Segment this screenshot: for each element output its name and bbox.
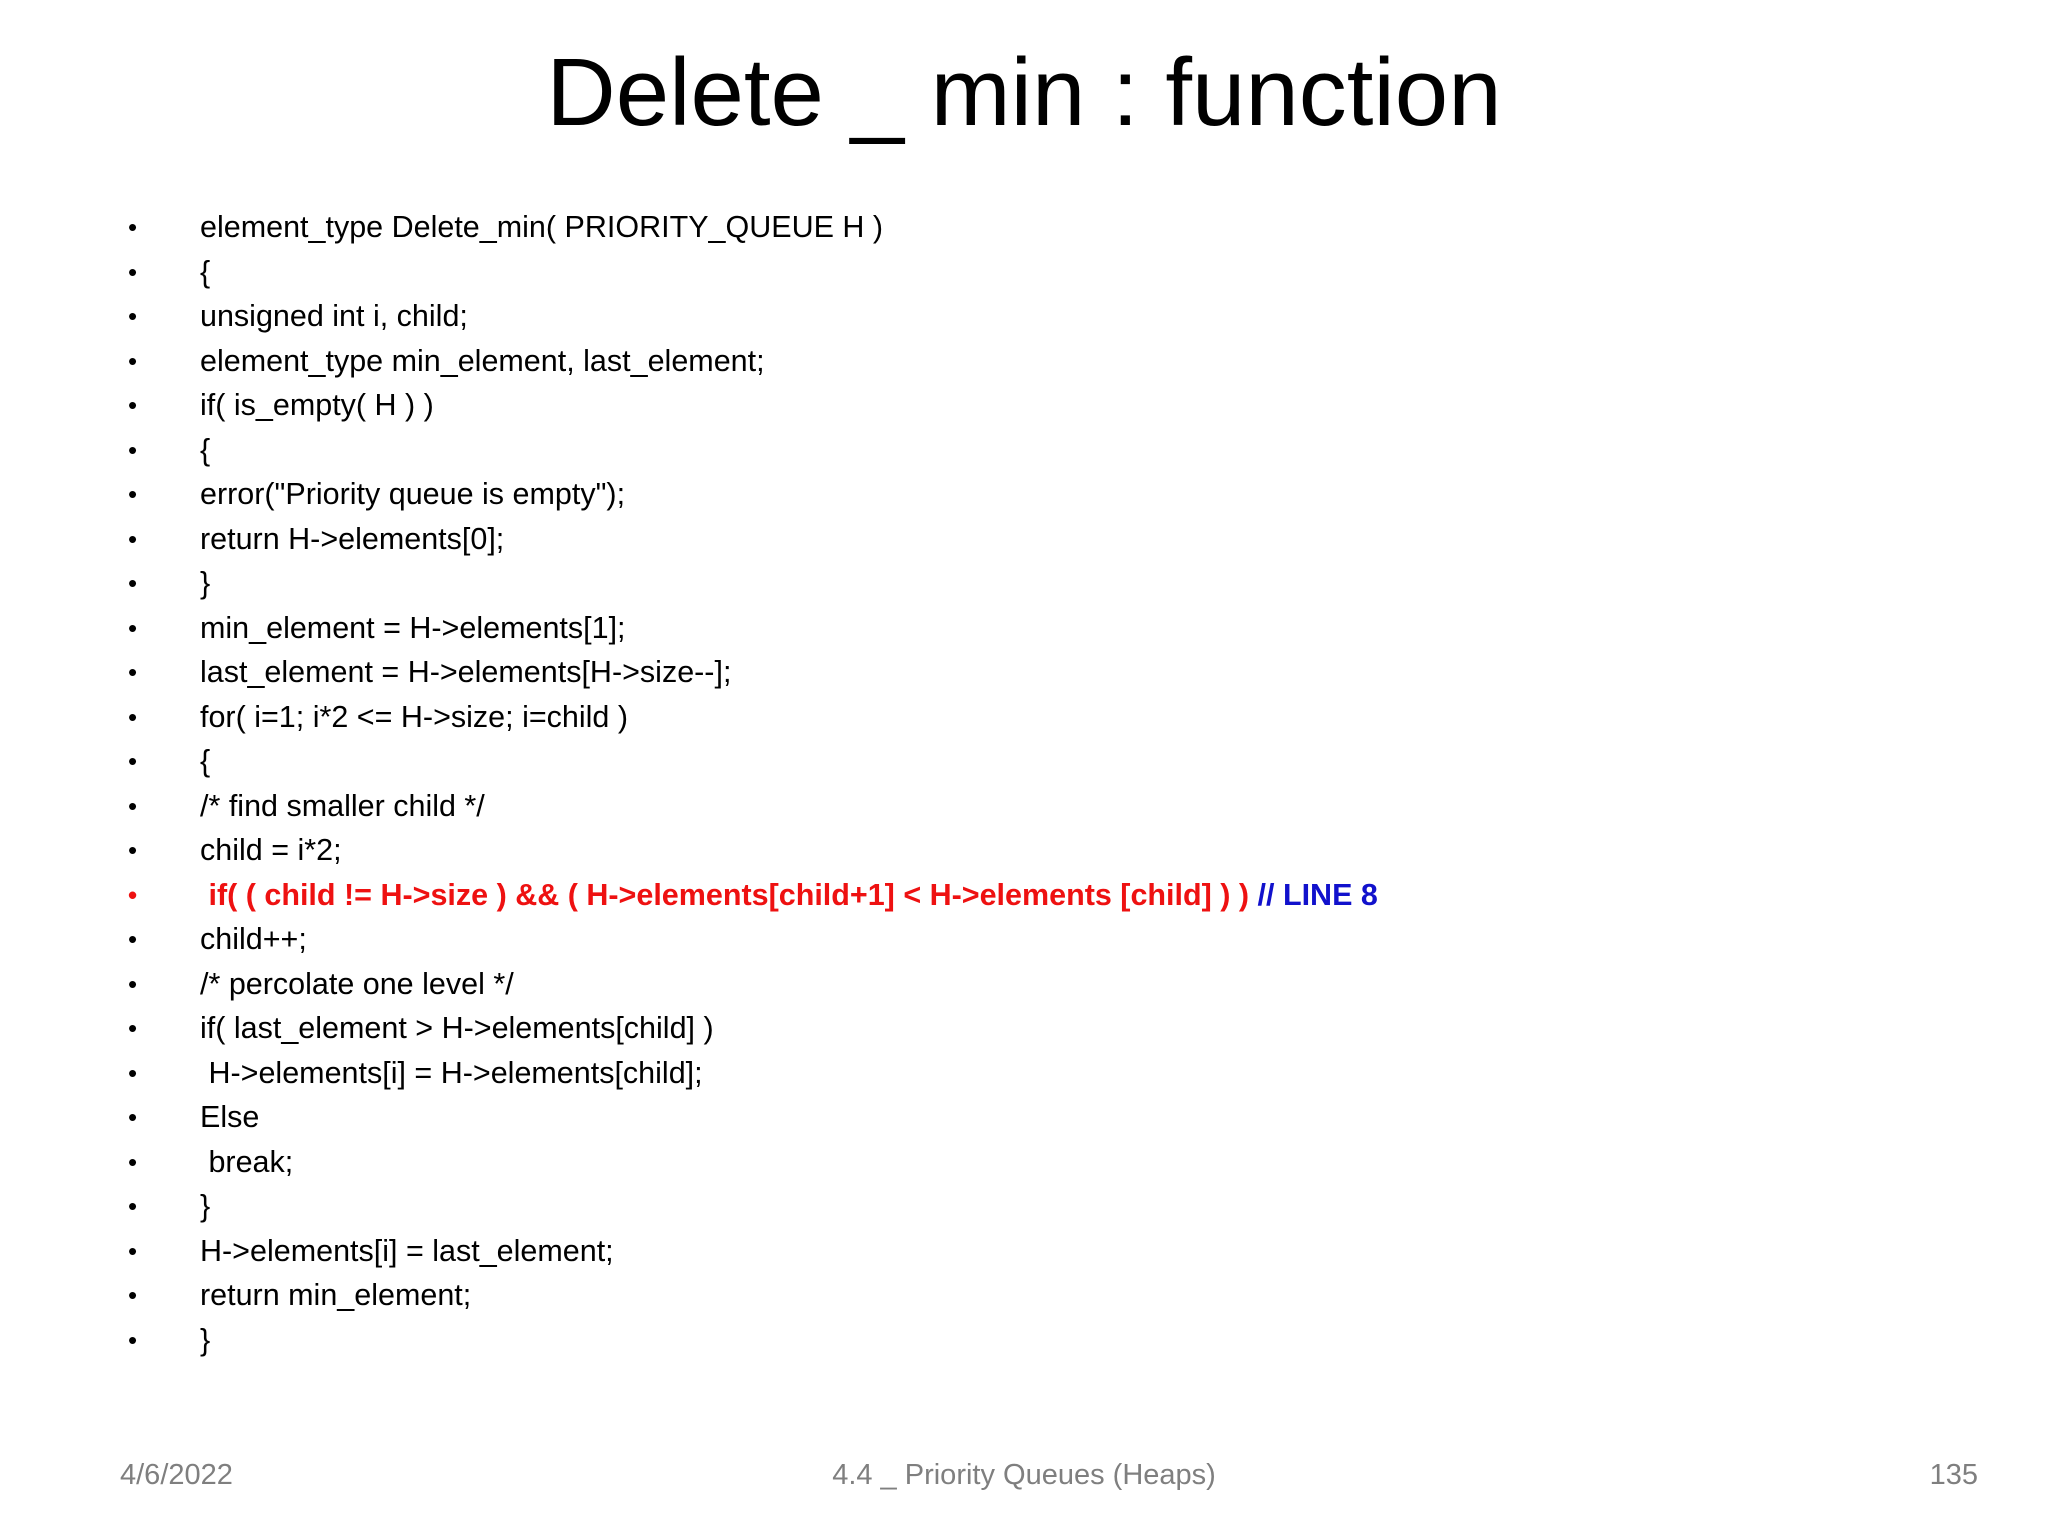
bullet-icon: •	[128, 657, 138, 687]
code-line-text: Else	[200, 1100, 260, 1134]
code-line: •}	[110, 1318, 1970, 1363]
code-line-text: element_type Delete_min( PRIORITY_QUEUE …	[200, 210, 884, 244]
bullet-icon: •	[128, 701, 138, 732]
code-line-text: H->elements[i] = last_element;	[200, 1233, 614, 1268]
code-line: • break;	[110, 1140, 1970, 1185]
code-line: • /* percolate one level */	[110, 962, 1970, 1007]
bullet-icon: •	[128, 1013, 138, 1043]
page-title: Delete _ min : function	[546, 39, 1502, 146]
code-line: •{	[110, 739, 1970, 784]
code-line-text: min_element = H->elements[1];	[200, 610, 626, 645]
code-line: • last_element = H->elements[H->size--];	[110, 650, 1970, 695]
bullet-icon: •	[128, 1102, 138, 1132]
code-line-text: {	[200, 254, 211, 289]
bullet-icon: •	[128, 256, 138, 287]
bullet-icon: •	[128, 835, 138, 865]
code-line: • return H->elements[0];	[110, 517, 1970, 562]
code-line: • if( is_empty( H ) )	[110, 383, 1970, 428]
bullet-icon: •	[128, 568, 138, 598]
code-line: •{	[110, 250, 1970, 295]
bullet-icon: •	[128, 1280, 138, 1310]
code-line-text: /* find smaller child */	[200, 788, 485, 823]
footer-date: 4/6/2022	[120, 1459, 233, 1491]
code-line-text: element_type min_element, last_element;	[200, 343, 765, 378]
bullet-icon: •	[128, 390, 138, 420]
code-line-text: error("Priority queue is empty");	[200, 477, 626, 511]
code-line: •}	[110, 1184, 1970, 1229]
code-line: •{	[110, 428, 1970, 473]
code-line: • if( ( child != H->size ) && ( H->eleme…	[110, 873, 1970, 918]
bullet-icon: •	[128, 924, 138, 954]
code-line-text: break;	[200, 1144, 294, 1179]
code-line-text: }	[200, 1322, 211, 1357]
bullet-icon: •	[128, 968, 138, 999]
bullet-icon: •	[128, 1146, 138, 1177]
bullet-icon: •	[128, 479, 138, 509]
code-line-text: if( is_empty( H ) )	[200, 388, 434, 422]
code-line: • child++;	[110, 917, 1970, 962]
bullet-icon: •	[128, 1324, 138, 1355]
bullet-icon: •	[128, 523, 138, 554]
code-line-text: }	[200, 566, 211, 600]
code-line-text: unsigned int i, child;	[200, 299, 468, 333]
code-line: • Else	[110, 1095, 1970, 1140]
code-line: • error("Priority queue is empty");	[110, 472, 1970, 517]
bullet-icon: •	[128, 612, 138, 643]
footer-section-title: 4.4 _ Priority Queues (Heaps)	[832, 1459, 1216, 1491]
code-line: • if( last_element > H->elements[child] )	[110, 1006, 1970, 1051]
code-line-text: return min_element;	[200, 1278, 472, 1312]
code-bullet-list: • element_type Delete_min( PRIORITY_QUEUE…	[110, 205, 1970, 1362]
code-line-text: {	[200, 744, 211, 778]
bullet-icon: •	[128, 1191, 138, 1221]
code-line-text: {	[200, 432, 211, 467]
code-line: • for( i=1; i*2 <= H->size; i=child )	[110, 695, 1970, 740]
code-line: • element_type Delete_min( PRIORITY_QUEUE…	[110, 205, 1970, 250]
code-line: • H->elements[i] = H->elements[child];	[110, 1051, 1970, 1096]
code-line: • /* find smaller child */	[110, 784, 1970, 829]
code-line-text: for( i=1; i*2 <= H->size; i=child )	[200, 699, 629, 734]
code-line-text: child = i*2;	[200, 833, 342, 867]
code-line-text: last_element = H->elements[H->size--];	[200, 655, 732, 689]
footer-page-number: 135	[1929, 1459, 1978, 1491]
slide-footer: 4/6/2022 4.4 _ Priority Queues (Heaps) 1…	[0, 1455, 2048, 1505]
bullet-icon: •	[128, 212, 138, 242]
code-line: • unsigned int i, child;	[110, 294, 1970, 339]
bullet-icon: •	[128, 1235, 138, 1266]
code-line: • element_type min_element, last_element;	[110, 339, 1970, 384]
code-line-text: return H->elements[0];	[200, 521, 505, 556]
code-line-comment: // LINE 8	[1257, 877, 1378, 912]
bullet-icon: •	[128, 790, 138, 821]
code-line-text: /* percolate one level */	[200, 966, 514, 1001]
code-line-text: H->elements[i] = H->elements[child];	[200, 1055, 703, 1090]
bullet-icon: •	[128, 1057, 138, 1088]
bullet-icon: •	[128, 301, 138, 331]
code-line: • min_element = H->elements[1];	[110, 606, 1970, 651]
bullet-icon: •	[128, 746, 138, 776]
bullet-icon: •	[128, 434, 138, 465]
code-line-text: if( last_element > H->elements[child] )	[200, 1011, 714, 1045]
code-line: • child = i*2;	[110, 828, 1970, 873]
bullet-icon: •	[128, 879, 138, 910]
code-line: • H->elements[i] = last_element;	[110, 1229, 1970, 1274]
code-line-text: }	[200, 1189, 211, 1223]
code-line-text: child++;	[200, 922, 307, 956]
code-line: •}	[110, 561, 1970, 606]
code-line: • return min_element;	[110, 1273, 1970, 1318]
code-line-text: if( ( child != H->size ) && ( H->element…	[200, 877, 1258, 912]
bullet-icon: •	[128, 345, 138, 376]
